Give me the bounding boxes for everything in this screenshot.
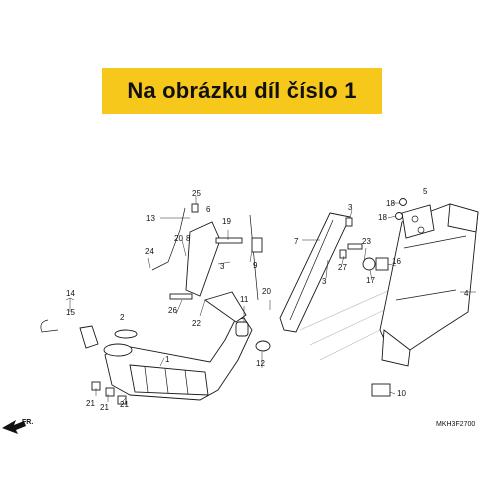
callout-23[interactable]: 23 xyxy=(362,237,371,246)
nut-18b[interactable] xyxy=(395,212,403,220)
callout-14[interactable]: 14 xyxy=(66,289,75,298)
sensor-15[interactable] xyxy=(79,325,99,349)
heat-shield-7[interactable] xyxy=(279,212,351,333)
callout-6[interactable]: 6 xyxy=(206,205,211,214)
callout-16[interactable]: 16 xyxy=(392,257,401,266)
bolt-26[interactable] xyxy=(169,293,193,300)
washer-17[interactable] xyxy=(362,257,376,271)
callout-7[interactable]: 7 xyxy=(294,237,299,246)
callout-20[interactable]: 20 xyxy=(262,287,271,296)
hose-13[interactable] xyxy=(151,207,186,271)
callout-21[interactable]: 21 xyxy=(100,403,109,412)
stay-9 xyxy=(249,214,259,301)
callout-24[interactable]: 24 xyxy=(145,247,154,256)
front-arrow-icon: FR. xyxy=(2,419,33,434)
stay-8[interactable] xyxy=(185,221,221,297)
bolt-25[interactable] xyxy=(191,203,199,213)
callout-3[interactable]: 3 xyxy=(322,277,327,286)
callout-12[interactable]: 12 xyxy=(256,359,265,368)
exhaust-pipe-1[interactable] xyxy=(104,291,253,401)
callout-3[interactable]: 3 xyxy=(348,203,353,212)
washer-12[interactable] xyxy=(255,340,271,352)
callout-8[interactable]: 8 xyxy=(186,234,191,243)
callout-18[interactable]: 18 xyxy=(378,213,387,222)
callout-26[interactable]: 26 xyxy=(168,306,177,315)
callout-17[interactable]: 17 xyxy=(366,276,375,285)
callout-2[interactable]: 2 xyxy=(120,313,125,322)
joint-collar xyxy=(103,343,133,357)
callout-3[interactable]: 3 xyxy=(220,262,225,271)
leader-lines xyxy=(65,196,476,403)
callouts: 1 2 3 3 3 4 5 6 7 8 9 10 11 12 13 14 15 … xyxy=(66,187,469,412)
banner-text: Na obrázku díl číslo 1 xyxy=(127,78,357,103)
callout-11[interactable]: 11 xyxy=(240,295,249,304)
bolt-3a[interactable] xyxy=(345,217,353,227)
band-10[interactable] xyxy=(371,383,391,397)
muffler-4[interactable] xyxy=(379,203,479,367)
bolt-27[interactable] xyxy=(339,249,347,259)
nut-18a[interactable] xyxy=(399,198,407,206)
diagram-code: MKH3F2700 xyxy=(436,421,476,428)
callout-21[interactable]: 21 xyxy=(86,399,95,408)
callout-27[interactable]: 27 xyxy=(338,263,347,272)
callout-10[interactable]: 10 xyxy=(397,389,406,398)
callout-4[interactable]: 4 xyxy=(464,289,469,298)
callout-21[interactable]: 21 xyxy=(120,400,129,409)
collar-16[interactable] xyxy=(375,257,389,271)
bolt-23[interactable] xyxy=(347,243,363,250)
bracket-5[interactable] xyxy=(401,204,435,239)
callout-18[interactable]: 18 xyxy=(386,199,395,208)
callout-25[interactable]: 25 xyxy=(192,189,201,198)
rubber-mount-11[interactable] xyxy=(235,321,249,337)
callout-5[interactable]: 5 xyxy=(423,187,428,196)
callout-20[interactable]: 20 xyxy=(174,234,183,243)
front-marker: FR. xyxy=(22,419,33,426)
callout-13[interactable]: 13 xyxy=(146,214,155,223)
callout-9[interactable]: 9 xyxy=(253,261,258,270)
title-banner: Na obrázku díl číslo 1 xyxy=(102,68,382,114)
callout-15[interactable]: 15 xyxy=(66,308,75,317)
callout-22[interactable]: 22 xyxy=(192,319,201,328)
gasket-2[interactable] xyxy=(114,329,138,339)
callout-19[interactable]: 19 xyxy=(222,217,231,226)
bolt-19[interactable] xyxy=(215,237,243,244)
callout-1[interactable]: 1 xyxy=(165,355,170,364)
